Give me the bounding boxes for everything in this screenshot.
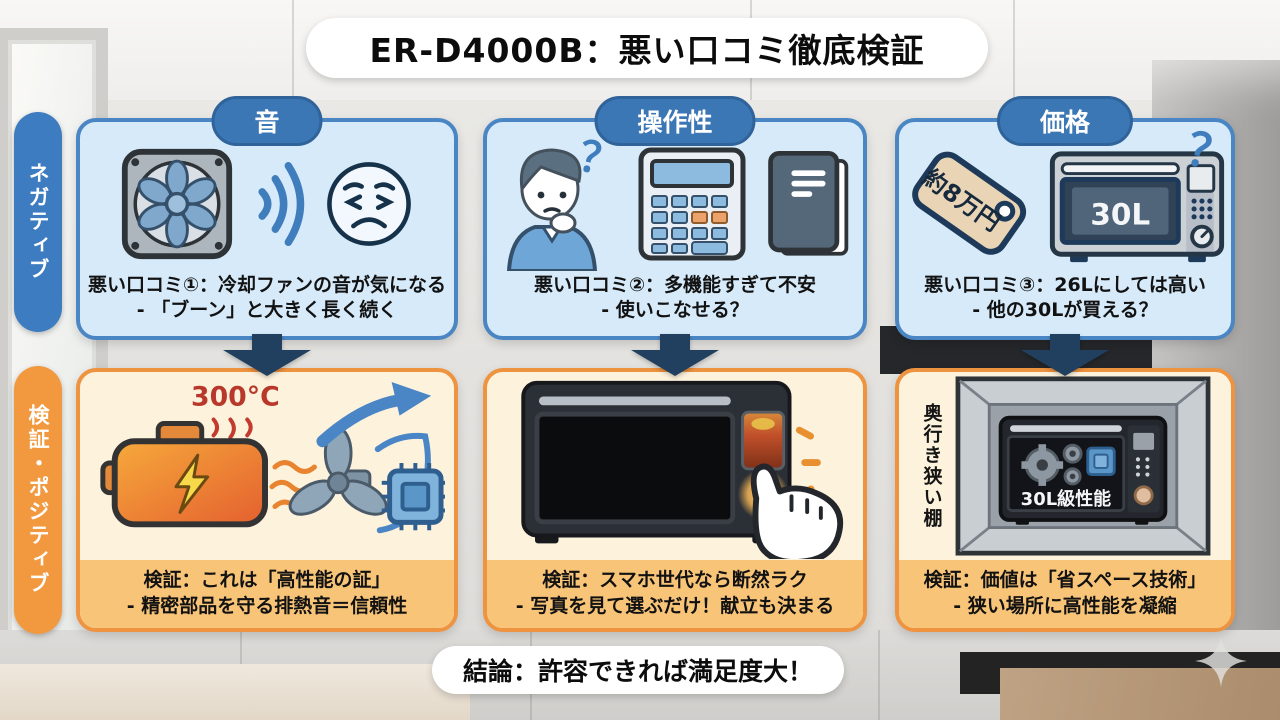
question-mark-icon: ？: [1181, 121, 1239, 186]
verify-card-operability: 検証：スマホ世代なら断然ラク - 写真を見て選ぶだけ！献立も決まる: [483, 368, 867, 632]
cooling-fan-icon: [121, 149, 233, 260]
tapping-hand-icon: [750, 463, 844, 559]
price-verification-illustration: 奥行き狭い棚: [899, 372, 1231, 560]
conclusion-text: 結論：許容できれば満足度大！: [462, 657, 813, 686]
cabinet-seam: [1013, 0, 1015, 100]
row-label-positive: 検証・ポジティブ: [14, 366, 62, 634]
exhaust-fan-icon: [288, 426, 388, 516]
column-operability: 操作性 ？: [483, 0, 867, 720]
page-title-text: ER-D4000B：悪い口コミ徹底検証: [369, 31, 925, 70]
down-arrow-icon: [1021, 334, 1109, 376]
sound-verification-illustration: 300°C: [80, 372, 454, 560]
row-label-positive-text: 検証・ポジティブ: [26, 404, 50, 596]
wood-floor-left: [0, 664, 470, 720]
sparkle-icon: [1195, 635, 1247, 687]
verify-text-price: 検証：価値は「省スペース技術」 - 狭い場所に高性能を凝縮: [899, 560, 1231, 628]
temperature-label: 300°C: [191, 382, 280, 413]
complaint-line1: 悪い口コミ③：26Lにしては高い: [924, 273, 1206, 296]
manual-book-icon: [768, 151, 849, 256]
performance-label: 30L級性能: [1020, 488, 1111, 510]
page-title: ER-D4000B：悪い口コミ徹底検証: [306, 18, 988, 78]
engine-heat-fan-shield-illustration: 300°C: [100, 381, 445, 534]
verify-line1: 検証：価値は「省スペース技術」: [923, 569, 1207, 592]
verify-line1: 検証：スマホ世代なら断然ラク: [542, 569, 808, 592]
cpu-chip-icon: [381, 463, 445, 531]
column-price: 価格 約8万円: [895, 0, 1239, 720]
row-label-negative-text: ネガティブ: [26, 162, 50, 282]
complaint-text-price: 悪い口コミ③：26Lにしては高い - 他の30Lが買える？: [899, 273, 1231, 336]
column-header-sound: 音: [211, 96, 323, 146]
complaint-card-price: 価格 約8万円: [895, 96, 1239, 340]
shelf-label: 奥行き狭い棚: [920, 403, 943, 529]
complaint-line2: - 他の30Lが買える？: [972, 299, 1158, 322]
sound-icon-row: [80, 122, 454, 273]
airflow-arrow-icon: [316, 381, 432, 448]
chip-icon: [1085, 446, 1116, 476]
operability-verification-illustration: [487, 372, 863, 560]
sound-waves-icon: [258, 162, 305, 247]
verify-text-sound: 検証：これは「高性能の証」 - 精密部品を守る排熱音＝信頼性: [80, 560, 454, 628]
row-label-negative: ネガティブ: [14, 112, 62, 332]
complaint-card-operability: 操作性 ？: [483, 96, 867, 340]
down-arrow-icon: [631, 334, 719, 376]
complaint-line1: 悪い口コミ②：多機能すぎて不安: [533, 273, 817, 296]
shelf-microwave-illustration: 30L級性能: [955, 376, 1210, 556]
column-header-price: 価格: [996, 96, 1134, 146]
verify-card-price: 奥行き狭い棚: [895, 368, 1235, 632]
annoyed-face-icon: [327, 162, 411, 247]
down-arrow-icon: [223, 334, 311, 376]
column-header-operability: 操作性: [594, 96, 756, 146]
microwave-26l-wrapper: 30L ？: [1048, 122, 1239, 270]
verify-line2: - 精密部品を守る排熱音＝信頼性: [126, 595, 408, 617]
complaint-line2: - 使いこなせる？: [601, 299, 749, 322]
touch-microwave-illustration: [521, 380, 844, 559]
complaint-text-sound: 悪い口コミ①：冷却ファンの音が気になる - 「ブーン」と大きく長く続く: [80, 273, 454, 336]
column-sound: 音: [76, 0, 458, 720]
cabinet-seam: [292, 0, 294, 100]
verify-line1: 検証：これは「高性能の証」: [143, 569, 391, 592]
wood-floor-right: [1000, 668, 1280, 720]
complaint-text-operability: 悪い口コミ②：多機能すぎて不安 - 使いこなせる？: [487, 273, 863, 336]
complaint-line2: - 「ブーン」と大きく長く続く: [136, 299, 398, 322]
verify-text-operability: 検証：スマホ世代なら断然ラク - 写真を見て選ぶだけ！献立も決まる: [487, 560, 863, 628]
verify-line2: - 狭い場所に高性能を凝縮: [953, 595, 1177, 617]
operability-icon-row: ？: [487, 122, 863, 274]
microwave-icon: 30L: [1050, 151, 1225, 263]
price-tag-icon: 約8万円: [912, 151, 1027, 256]
confused-person-icon: ？: [497, 132, 626, 274]
verify-card-sound: 300°C: [76, 368, 458, 632]
complaint-line1: 悪い口コミ①：冷却ファンの音が気になる: [87, 273, 447, 296]
control-panel-icon: [638, 147, 746, 261]
complaint-card-sound: 音: [76, 96, 458, 340]
gears-icon: [1020, 443, 1083, 486]
price-icon-row: 約8万円 30L: [899, 122, 1239, 273]
capacity-label: 30L: [1090, 198, 1150, 232]
counter-seam: [878, 630, 880, 720]
verify-line2: - 写真を見て選ぶだけ！献立も決まる: [515, 595, 835, 617]
conclusion-banner: 結論：許容できれば満足度大！: [432, 646, 844, 694]
engine-icon: [100, 421, 268, 528]
